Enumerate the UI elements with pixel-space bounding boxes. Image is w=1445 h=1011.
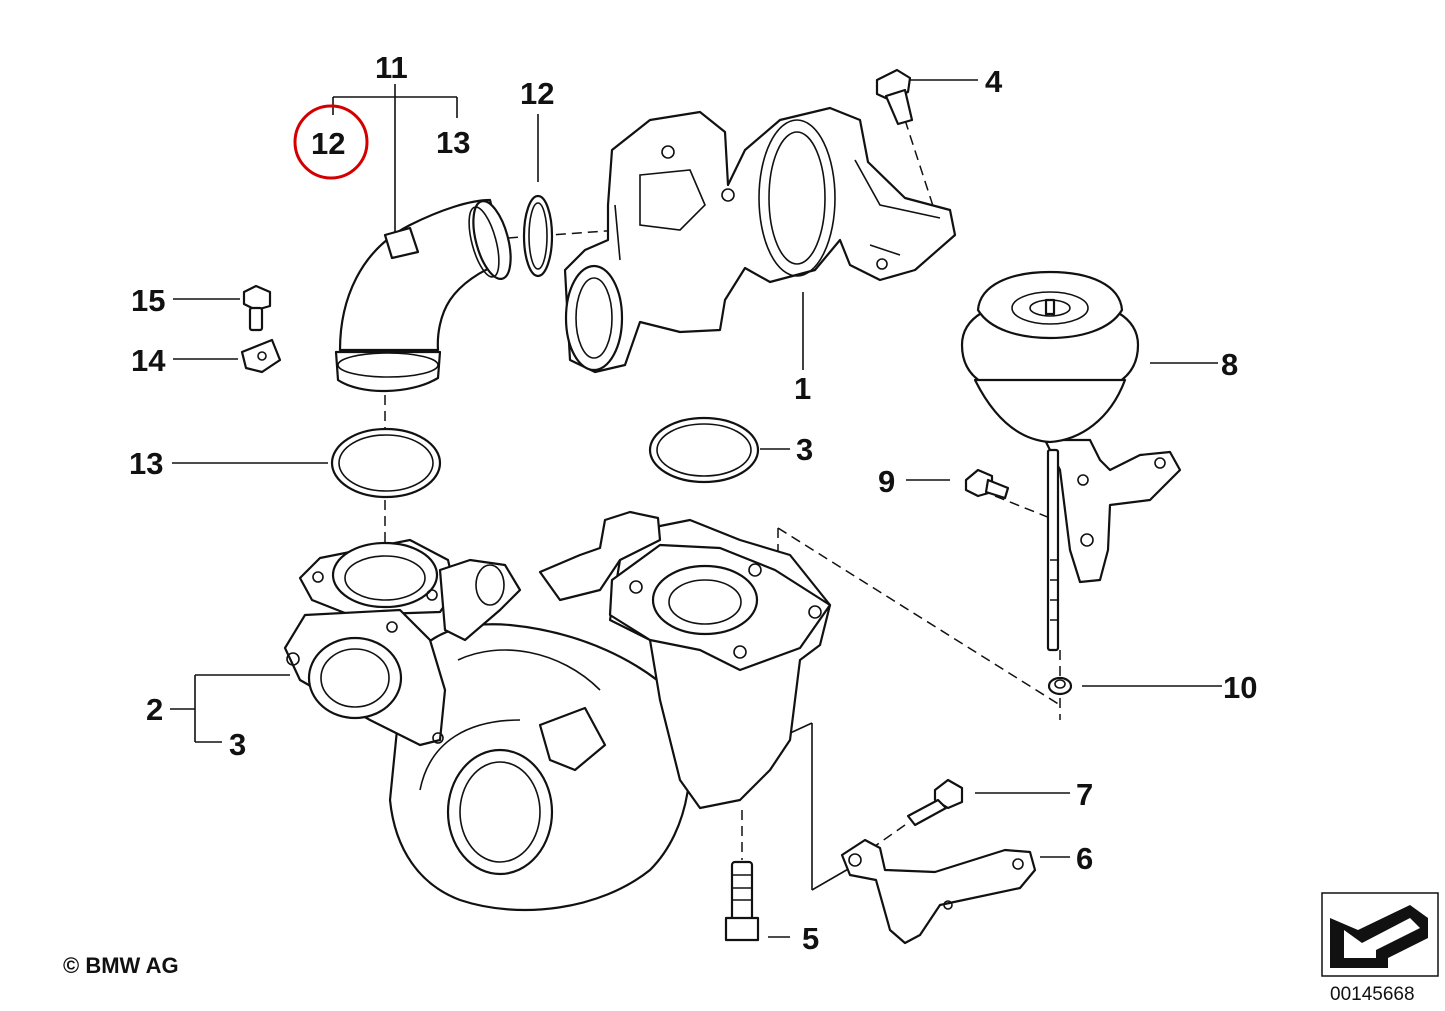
bolt-part-7 xyxy=(906,778,964,827)
leader-lines xyxy=(170,79,1222,938)
exhaust-elbow-part-1 xyxy=(563,106,957,374)
bolt-part-9 xyxy=(964,468,1010,500)
seal-ring-part-12 xyxy=(522,194,554,278)
callout-11: 11 xyxy=(375,50,408,85)
intake-pipe-part-11 xyxy=(334,198,512,393)
bolt-part-15 xyxy=(242,284,272,332)
callout-3-turbo: 3 xyxy=(229,727,246,762)
bolt-part-4 xyxy=(875,68,914,126)
callout-4: 4 xyxy=(985,64,1003,99)
callout-7: 7 xyxy=(1076,777,1093,812)
callout-12-highlighted: 12 xyxy=(311,126,345,161)
seal-ring-part-13 xyxy=(330,427,442,499)
bolt-part-5 xyxy=(724,860,760,942)
callout-labels: 11 12 13 12 4 15 14 1 8 13 3 9 2 3 10 7 … xyxy=(129,50,1257,956)
reference-number: 00145668 xyxy=(1330,984,1415,1005)
seal-ring-part-3 xyxy=(648,416,760,484)
callout-14: 14 xyxy=(131,343,166,378)
callout-5: 5 xyxy=(802,921,819,956)
highlight-circle xyxy=(293,104,369,180)
arrow-pointer-icon xyxy=(1321,892,1439,977)
plate-part-14 xyxy=(240,338,282,374)
bracket-part-6 xyxy=(840,838,1037,945)
callout-6: 6 xyxy=(1076,841,1093,876)
actuator-part-8 xyxy=(960,270,1182,652)
nut-part-10 xyxy=(1047,676,1073,696)
callout-8: 8 xyxy=(1221,347,1238,382)
callout-13-top: 13 xyxy=(436,125,470,160)
copyright-text: © BMW AG xyxy=(63,953,179,978)
callout-1: 1 xyxy=(794,371,811,406)
callout-12-top: 12 xyxy=(520,76,554,111)
callout-3-ring: 3 xyxy=(796,432,813,467)
callout-15: 15 xyxy=(131,283,165,318)
callout-10: 10 xyxy=(1223,670,1257,705)
callout-9: 9 xyxy=(878,464,895,499)
callout-13-left: 13 xyxy=(129,446,163,481)
turbocharger-part-2 xyxy=(283,510,832,912)
callout-2: 2 xyxy=(146,692,163,727)
